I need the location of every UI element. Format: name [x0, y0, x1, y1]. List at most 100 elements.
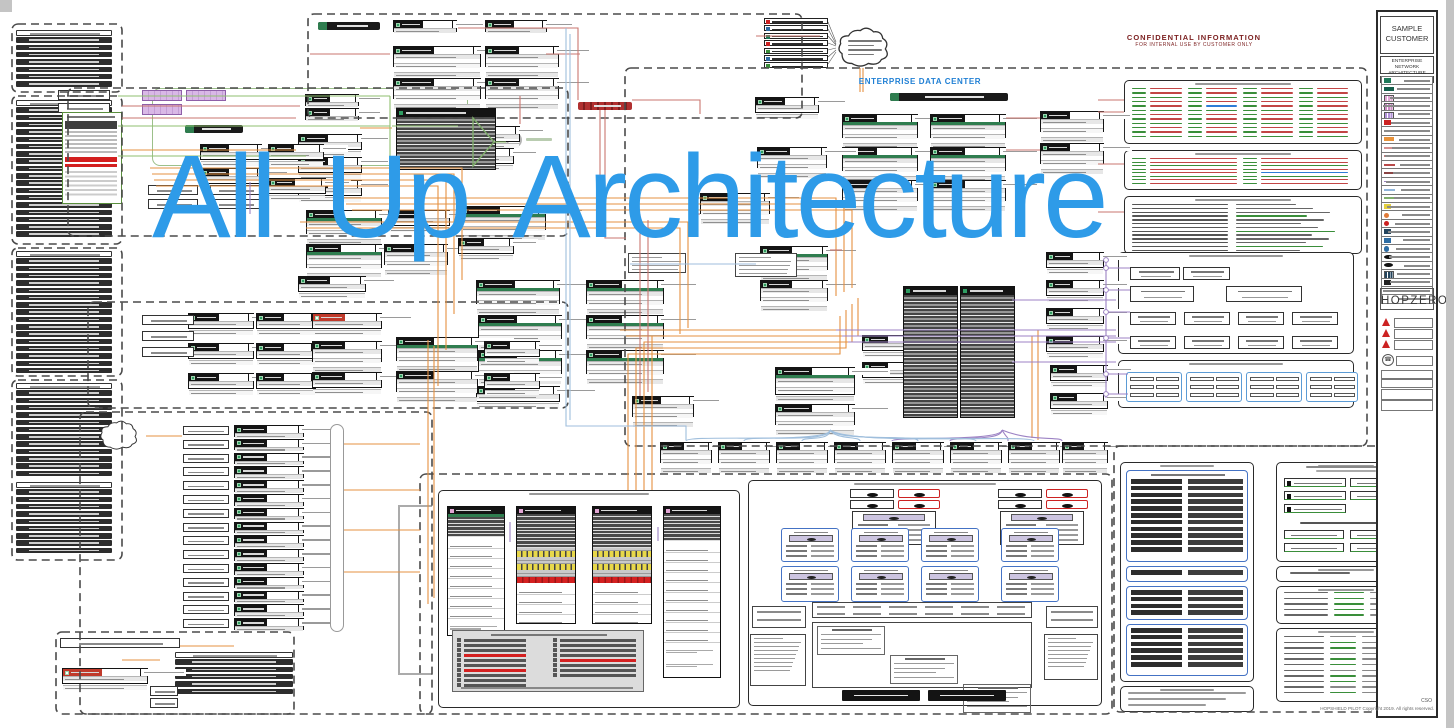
agent-pair — [1284, 504, 1346, 513]
agent-icon — [1286, 507, 1291, 512]
device-port-row — [931, 125, 1005, 130]
inv-label-bar — [1131, 547, 1183, 552]
note-bar — [666, 649, 713, 651]
text-bar — [450, 566, 492, 568]
inv-label-bar — [1131, 628, 1183, 633]
stripe-row — [593, 560, 651, 565]
device-port-row — [863, 343, 917, 348]
port-text-bar — [488, 106, 539, 108]
device-port-row — [1041, 151, 1103, 156]
route-desc-bar — [1261, 88, 1293, 90]
service-line1 — [1137, 340, 1171, 342]
device-header-right — [509, 149, 539, 156]
spec-val-bar — [898, 529, 930, 531]
dark-row — [448, 534, 504, 538]
note-cell-line — [821, 634, 881, 636]
device-name-bar — [307, 279, 327, 282]
route-desc-bar — [1261, 101, 1293, 103]
switch-icon — [258, 375, 263, 380]
inv-label-bar — [1131, 648, 1183, 653]
port-text-bar — [461, 257, 499, 259]
device-port-row — [313, 389, 381, 394]
route-ip-bar — [1243, 88, 1257, 90]
legend-label-bar — [1403, 239, 1430, 242]
route-desc-bar — [1150, 118, 1182, 120]
text-row — [593, 600, 651, 605]
note-line — [739, 261, 792, 263]
stack-bar — [16, 37, 112, 43]
port-text-bar — [315, 382, 363, 384]
monitor-shape — [928, 573, 974, 580]
text-row — [448, 584, 504, 590]
esx-host-card — [1001, 566, 1059, 602]
device-header-right — [999, 181, 1040, 188]
switch-icon — [478, 388, 483, 393]
device-name-bar — [494, 23, 511, 26]
device-name-bar — [1049, 114, 1067, 117]
note-line — [1048, 662, 1086, 664]
device-header-left — [931, 148, 966, 155]
port-text-bar — [763, 308, 810, 310]
device-name-bar — [314, 97, 328, 100]
switch-icon — [1042, 113, 1047, 118]
port-text-bar — [259, 392, 300, 394]
device-port-row — [893, 459, 943, 464]
device-name-bar — [197, 316, 216, 319]
inv-label-bar — [1131, 513, 1183, 518]
monitor-shape — [928, 535, 974, 542]
table-red-band — [65, 157, 117, 162]
note-cell-line — [967, 705, 1027, 708]
device-header-left — [235, 536, 267, 544]
port-text-bar — [1049, 327, 1089, 329]
device-port-row — [1047, 269, 1103, 274]
esx-host-card — [781, 528, 839, 562]
device-name-bar — [595, 318, 620, 321]
route-desc-bar — [1150, 127, 1182, 129]
section-title-bar — [1188, 363, 1284, 366]
device-port-row — [1047, 316, 1103, 321]
checklist-foot-bar — [461, 687, 633, 689]
wire-black — [827, 49, 837, 58]
text-row — [517, 590, 575, 595]
switch-icon — [258, 315, 263, 320]
device-header — [269, 179, 352, 186]
device-name-bar — [769, 283, 789, 286]
note-cell-line — [967, 701, 1009, 703]
port-text-bar — [778, 432, 833, 434]
wire-orange — [306, 227, 681, 334]
mgmt-line — [1250, 385, 1274, 389]
route-desc-bar — [1261, 165, 1348, 167]
device-node — [755, 97, 847, 119]
stack-bar — [16, 280, 112, 286]
dark-row — [517, 520, 575, 525]
device-header-right — [822, 281, 858, 288]
port-text-bar — [191, 332, 236, 334]
green-row — [448, 514, 504, 517]
note-cell-line — [894, 672, 936, 674]
storage-icon — [449, 508, 454, 513]
device-model-bar — [542, 209, 582, 212]
host-label-box — [183, 550, 229, 560]
device-model-bar — [661, 353, 697, 356]
wire-orange — [620, 329, 1039, 440]
storage-icon — [518, 508, 523, 513]
label-text-bar — [156, 204, 192, 206]
fw-node — [850, 500, 894, 509]
pill-text-bar — [336, 25, 368, 27]
stack-bar — [16, 251, 112, 257]
route-ip-bar — [1132, 122, 1146, 125]
route-ip-bar — [1187, 127, 1202, 129]
device-header-left — [389, 211, 417, 218]
spec-val-bar — [1046, 539, 1078, 541]
route-ip-bar — [1132, 161, 1146, 163]
switch-icon — [932, 182, 937, 187]
port-text-bar — [479, 293, 537, 295]
table-header — [448, 507, 504, 514]
route-ip-bar — [1187, 114, 1202, 116]
text-row — [593, 590, 651, 595]
stack-bar — [16, 345, 112, 352]
device-header-right — [552, 47, 592, 54]
port-text-bar — [488, 88, 539, 90]
contact-text-box — [1396, 356, 1433, 366]
device-name-bar — [1055, 339, 1071, 342]
